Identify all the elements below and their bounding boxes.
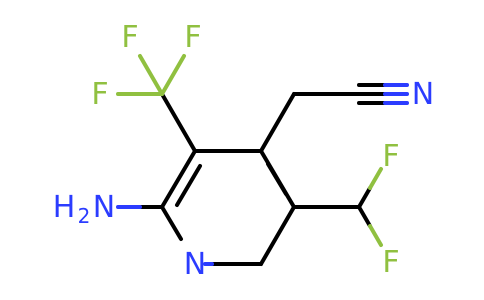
atom-label-amine-subscript: 2 (78, 204, 91, 228)
atom-label-f2: F (184, 20, 201, 55)
bond-chf2-f5b (368, 224, 383, 247)
bond-c3-cf3 (160, 92, 197, 153)
bond-chf2-f4b (368, 167, 383, 190)
amine-label: H 2 N (53, 190, 116, 228)
atom-label-f5: F (382, 245, 399, 280)
bond-chf2-f5a (357, 205, 372, 228)
bond-c2-c3 (160, 149, 197, 209)
trifluoromethyl-group (116, 54, 197, 153)
bond-c2-c3-inner (175, 164, 202, 207)
atom-label-amine-h: H (53, 190, 76, 225)
atom-label-f3: F (91, 77, 108, 112)
bond-chf2-f4a (357, 186, 372, 209)
atom-label-amine-n: N (93, 190, 115, 225)
bond-c4-ch2 (259, 92, 296, 153)
bond-cf3-f1 (138, 54, 164, 96)
atom-label-n-ring: N (184, 247, 206, 282)
pyridine-ring (160, 149, 296, 266)
bond-c5-c6 (259, 205, 296, 266)
bond-cf3-f2 (160, 54, 186, 96)
cyanomethyl-group (259, 83, 409, 153)
atom-label-f1: F (121, 20, 138, 55)
atom-label-n-nitrile: N (412, 77, 434, 112)
atom-label-f4: F (382, 139, 399, 174)
bond-c4-c5-inner (266, 162, 288, 196)
difluoromethyl-group (292, 167, 383, 247)
bond-c2-n (160, 205, 183, 241)
